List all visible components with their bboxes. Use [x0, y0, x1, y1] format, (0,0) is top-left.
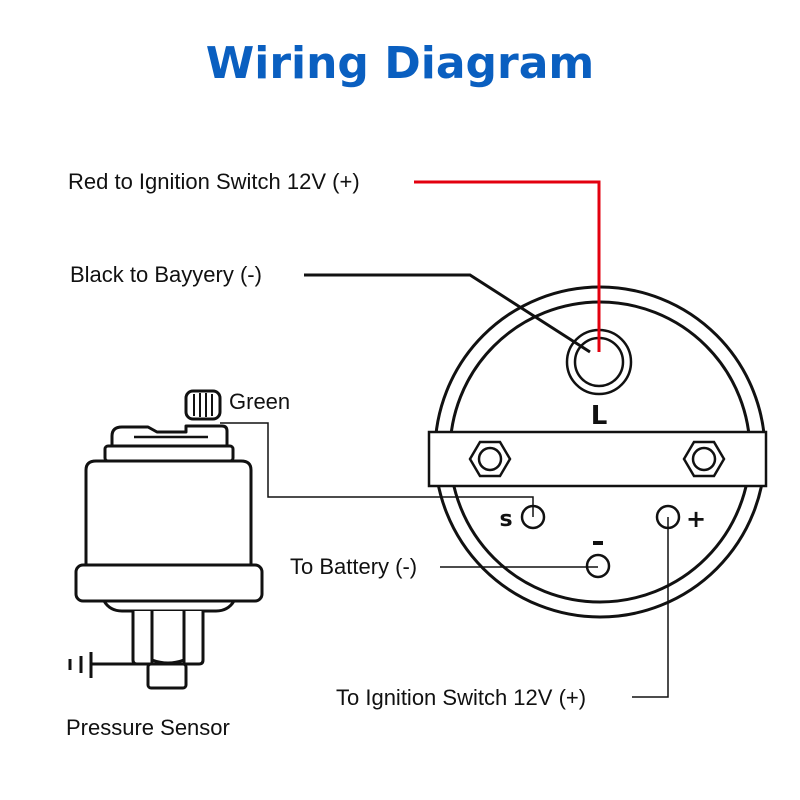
label-red-wire: Red to Ignition Switch 12V (+) — [68, 169, 360, 194]
sensor-knob — [184, 389, 222, 421]
sensor-collar — [103, 444, 235, 463]
label-pressure-sensor: Pressure Sensor — [66, 715, 230, 740]
ground-symbol-icon — [68, 652, 148, 678]
terminal-label-l: L — [591, 401, 608, 431]
ignition-power-wire — [632, 517, 669, 698]
terminal-ground — [585, 553, 611, 579]
diagram-title: Wiring Diagram — [206, 38, 595, 89]
red-wire — [414, 180, 601, 352]
terminal-label-ground — [593, 541, 603, 545]
pressure-sensor-icon — [74, 389, 264, 690]
sensor-hex — [131, 611, 205, 666]
green-wire — [220, 422, 534, 517]
hex-nut-icon — [682, 440, 726, 478]
sensor-stem — [146, 662, 188, 690]
label-green-wire: Green — [229, 389, 290, 414]
label-to-ignition: To Ignition Switch 12V (+) — [336, 685, 586, 710]
label-to-battery: To Battery (-) — [290, 554, 417, 579]
sensor-body — [84, 459, 253, 567]
terminal-label-s: s — [499, 507, 512, 532]
black-wire — [304, 273, 591, 354]
terminal-label-power: + — [686, 505, 706, 533]
hex-nut-icon — [468, 440, 512, 478]
sensor-flange — [74, 563, 264, 603]
label-black-wire: Black to Bayyery (-) — [70, 262, 262, 287]
